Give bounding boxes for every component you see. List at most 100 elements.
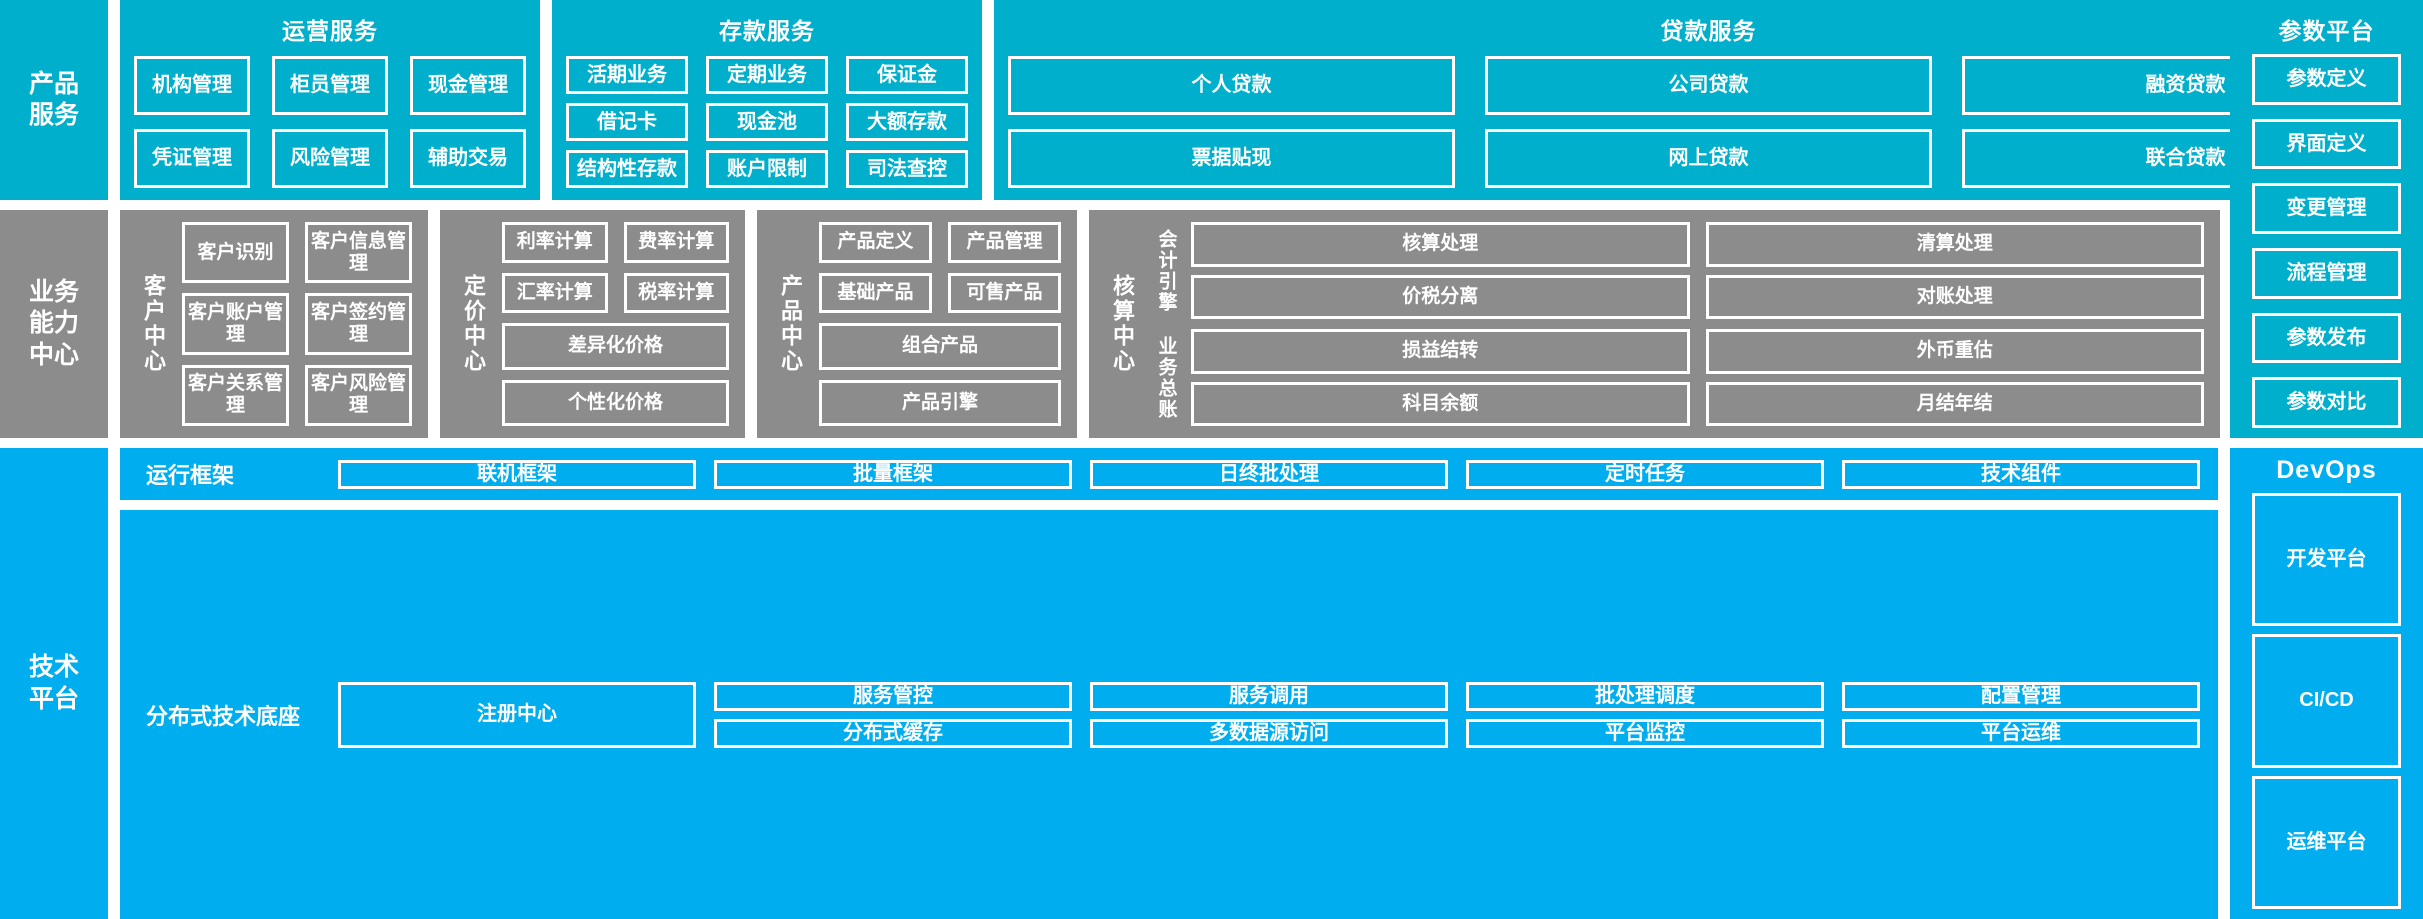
band-business-capability: 业务 能力 中心 客户中心 客户识别 客户信息管理 客户账户管理 客户签约管理 … [0,210,2423,438]
tech-item[interactable]: 分布式缓存 [714,718,1072,748]
center-pricing: 定价中心 利率计算 费率计算 汇率计算 税率计算 差异化价格 个性化价格 [440,210,745,438]
product-center-body: 产品定义 产品管理 基础产品 可售产品 组合产品 产品引擎 [819,222,1061,426]
group-title-loan-services: 贷款服务 [1660,18,1757,44]
capability-item[interactable]: 客户账户管理 [182,293,289,355]
service-item[interactable]: 现金池 [706,103,828,141]
service-item[interactable]: 账户限制 [706,150,828,188]
tech-item[interactable]: 定时任务 [1466,459,1824,489]
general-ledger-body: 损益结转 外币重估 科目余额 月结年结 [1191,329,2204,426]
capability-item[interactable]: 汇率计算 [502,272,608,313]
capability-item[interactable]: 费率计算 [623,222,729,263]
service-item[interactable]: 保证金 [846,56,968,94]
tech-row-distributed-base: 分布式技术底座 注册中心 服务管控 服务调用 批处理调度 配置管理 分布式缓存 … [120,510,2218,919]
tech-item[interactable]: 批量框架 [714,459,1072,489]
ledger-row: 科目余额 月结年结 [1191,381,2204,426]
parameter-item[interactable]: 参数对比 [2252,377,2401,429]
capability-item[interactable]: 利率计算 [502,222,608,263]
service-item[interactable]: 借记卡 [566,103,688,141]
capability-item-wide[interactable]: 产品引擎 [819,379,1061,426]
service-item[interactable]: 柜员管理 [272,56,388,115]
capability-item[interactable]: 外币重估 [1705,329,2204,374]
tech-item-anchor[interactable]: 注册中心 [338,681,696,748]
pricing-row: 利率计算 费率计算 [502,222,729,263]
capability-item[interactable]: 客户签约管理 [305,293,412,355]
tech-item[interactable]: 日终批处理 [1090,459,1448,489]
tech-item[interactable]: 技术组件 [1842,459,2200,489]
service-item[interactable]: 定期业务 [706,56,828,94]
capability-item[interactable]: 科目余额 [1191,381,1690,426]
service-item[interactable]: 机构管理 [134,56,250,115]
devops-item[interactable]: 开发平台 [2252,493,2401,627]
operation-services-grid: 机构管理 柜员管理 现金管理 凭证管理 风险管理 辅助交易 [134,56,526,188]
pricing-row: 汇率计算 税率计算 [502,272,729,313]
accounting-engine-section: 会计引擎 核算处理 清算处理 价税分离 对账处理 [1151,222,2204,319]
tech-row-runtime-framework: 运行框架 联机框架 批量框架 日终批处理 定时任务 技术组件 [120,448,2218,500]
group-deposit-services: 存款服务 活期业务 定期业务 保证金 借记卡 现金池 大额存款 结构性存款 账户… [552,0,982,200]
parameter-item[interactable]: 界面定义 [2252,118,2401,170]
accounting-engine-body: 核算处理 清算处理 价税分离 对账处理 [1191,222,2204,319]
accounting-center-body: 会计引擎 核算处理 清算处理 价税分离 对账处理 [1151,222,2204,426]
devops-item[interactable]: 运维平台 [2252,775,2401,909]
service-item[interactable]: 个人贷款 [1008,56,1455,115]
service-item[interactable]: 活期业务 [566,56,688,94]
capability-item[interactable]: 客户风险管理 [305,364,412,426]
service-item[interactable]: 票据贴现 [1008,129,1455,188]
capability-item[interactable]: 产品管理 [948,222,1061,263]
center-customer: 客户中心 客户识别 客户信息管理 客户账户管理 客户签约管理 客户关系管理 客户… [120,210,428,438]
capability-item-wide[interactable]: 个性化价格 [502,379,729,426]
tech-item[interactable]: 平台运维 [1842,718,2200,748]
service-item[interactable]: 辅助交易 [410,129,526,188]
center-accounting: 核算中心 会计引擎 核算处理 清算处理 价税分离 对账处理 [1089,210,2220,438]
tech-stack: 运行框架 联机框架 批量框架 日终批处理 定时任务 技术组件 分布式技术底座 注… [120,448,2218,919]
capability-item[interactable]: 价税分离 [1191,274,1690,319]
band-tech-platform: 技术 平台 运行框架 联机框架 批量框架 日终批处理 定时任务 技术组件 分布式… [0,448,2423,919]
tech-item[interactable]: 服务调用 [1090,681,1448,711]
center-label-product: 产品中心 [778,274,803,374]
service-item[interactable]: 现金管理 [410,56,526,115]
center-label-pricing: 定价中心 [461,274,486,374]
group-title-deposit-services: 存款服务 [719,18,815,44]
rail-business-capability: 业务 能力 中心 [0,210,108,438]
service-item[interactable]: 网上贷款 [1485,129,1932,188]
devops-item[interactable]: CI/CD [2252,634,2401,768]
customer-center-body: 客户识别 客户信息管理 客户账户管理 客户签约管理 客户关系管理 客户风险管理 [182,222,412,426]
service-item[interactable]: 风险管理 [272,129,388,188]
tech-item[interactable]: 联机框架 [338,459,696,489]
service-item[interactable]: 司法查控 [846,150,968,188]
tech-item[interactable]: 多数据源访问 [1090,718,1448,748]
parameter-item[interactable]: 流程管理 [2252,248,2401,299]
capability-item[interactable]: 核算处理 [1191,222,1690,267]
tech-item[interactable]: 批处理调度 [1466,681,1824,711]
service-item[interactable]: 凭证管理 [134,129,250,188]
parameter-item[interactable]: 变更管理 [2252,183,2401,235]
accounting-columns: 会计引擎 核算处理 清算处理 价税分离 对账处理 [1151,222,2204,426]
capability-item[interactable]: 产品定义 [819,222,932,263]
capability-item[interactable]: 基础产品 [819,272,932,313]
capability-item[interactable]: 客户识别 [182,222,289,284]
product-row: 产品定义 产品管理 [819,222,1061,263]
capability-item[interactable]: 客户关系管理 [182,364,289,426]
customer-row: 客户账户管理 客户签约管理 [182,293,412,355]
capability-item[interactable]: 可售产品 [948,272,1061,313]
capability-item[interactable]: 损益结转 [1191,329,1690,374]
tech-item[interactable]: 服务管控 [714,681,1072,711]
capability-item[interactable]: 对账处理 [1705,274,2204,319]
capability-item[interactable]: 税率计算 [623,272,729,313]
service-item[interactable]: 公司贷款 [1485,56,1932,115]
capability-item-wide[interactable]: 组合产品 [819,323,1061,370]
service-item[interactable]: 结构性存款 [566,150,688,188]
parameter-item[interactable]: 参数发布 [2252,312,2401,364]
center-label-customer: 客户中心 [141,274,166,374]
capability-item[interactable]: 客户信息管理 [305,222,412,284]
tech-item[interactable]: 平台监控 [1466,718,1824,748]
service-item[interactable]: 大额存款 [846,103,968,141]
capability-item[interactable]: 清算处理 [1705,222,2204,267]
parameter-item[interactable]: 参数定义 [2252,54,2401,105]
tech-item[interactable]: 配置管理 [1842,681,2200,711]
accounting-row: 核算处理 清算处理 [1191,222,2204,267]
runtime-framework-cells: 联机框架 批量框架 日终批处理 定时任务 技术组件 [338,459,2200,489]
capability-item[interactable]: 月结年结 [1705,381,2204,426]
capability-item-wide[interactable]: 差异化价格 [502,323,729,370]
customer-row: 客户关系管理 客户风险管理 [182,364,412,426]
